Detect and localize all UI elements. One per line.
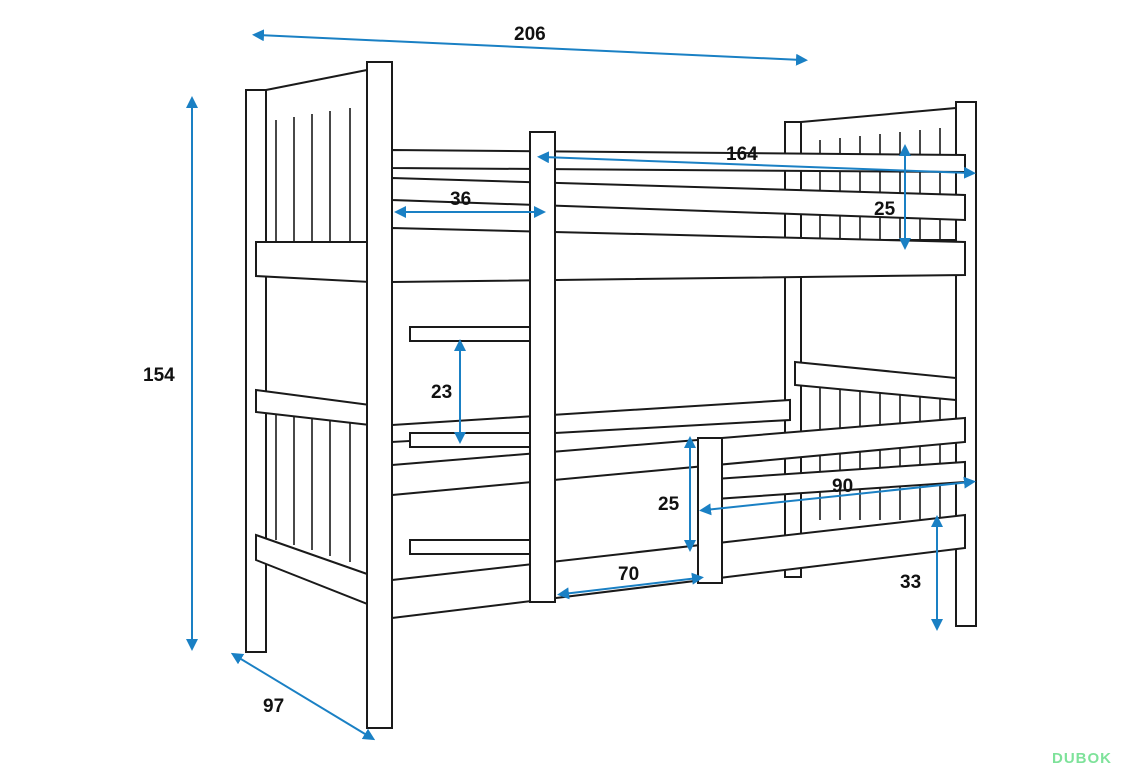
label-total-height: 154 (143, 365, 175, 386)
label-total-length: 206 (514, 24, 546, 45)
label-entry-gap: 70 (618, 564, 639, 585)
bed-frame (245, 61, 977, 729)
label-floor-clearance: 33 (900, 572, 921, 593)
dubok-logo: DUBOK (1052, 750, 1112, 767)
label-bottom-rail-length: 90 (832, 476, 853, 497)
label-bottom-rail-height: 25 (658, 494, 680, 515)
dimension-arrows (186, 29, 976, 741)
label-inner-length: 164 (726, 144, 758, 165)
label-top-rail-height: 25 (874, 199, 896, 220)
label-ladder-gap: 36 (450, 189, 471, 210)
label-ladder-step: 23 (431, 382, 452, 403)
dimension-labels: 206 164 36 25 154 23 25 90 70 33 97 (143, 24, 921, 717)
label-depth: 97 (263, 696, 284, 717)
